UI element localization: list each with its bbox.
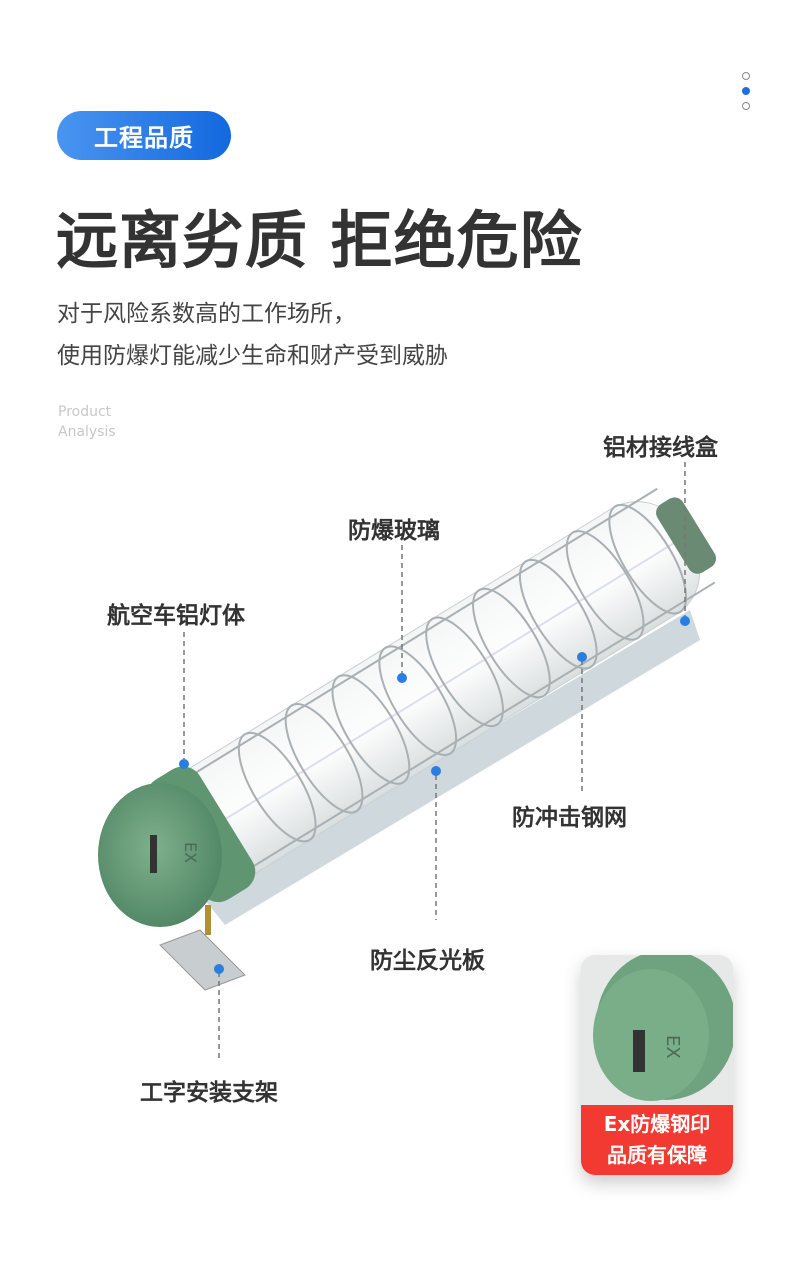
ex-stamp-inset: EX Ex防爆钢印 品质有保障 — [581, 955, 733, 1175]
callout-dot — [680, 616, 690, 626]
callout-dot — [179, 759, 189, 769]
label-mesh: 防冲击钢网 — [512, 805, 627, 831]
page-dot-3[interactable] — [742, 102, 750, 110]
callout-dot — [577, 652, 587, 662]
callout-dot — [214, 964, 224, 974]
page-dot-1[interactable] — [742, 72, 750, 80]
label-junction-box: 铝材接线盒 — [603, 435, 718, 461]
inset-caption-1: Ex防爆钢印 — [603, 1112, 711, 1136]
inset-caption-2: 品质有保障 — [607, 1143, 707, 1167]
svg-text:EX: EX — [181, 842, 200, 863]
page-title: 远离劣质 拒绝危险 — [56, 204, 583, 277]
end-cap — [98, 783, 222, 927]
callout-dot — [431, 766, 441, 776]
nameplate — [150, 835, 157, 873]
label-body: 航空车铝灯体 — [107, 603, 245, 629]
subtitle-line-2: 使用防爆灯能减少生命和财产受到威胁 — [57, 343, 448, 369]
svg-text:EX: EX — [662, 1035, 683, 1059]
product-label: Product — [58, 404, 112, 420]
label-bracket: 工字安装支架 — [140, 1080, 278, 1106]
analysis-label: Analysis — [58, 424, 116, 440]
label-reflector: 防尘反光板 — [370, 948, 485, 974]
subtitle-line-1: 对于风险系数高的工作场所， — [57, 301, 356, 327]
section-badge: 工程品质 — [57, 111, 231, 160]
label-glass: 防爆玻璃 — [348, 518, 440, 544]
end-cap-closeup: EX — [593, 955, 733, 1101]
callout-dot — [397, 673, 407, 683]
reflector-plate — [205, 610, 700, 925]
page-dot-2-active[interactable] — [742, 87, 750, 95]
bracket — [159, 929, 246, 991]
junction-box — [656, 497, 717, 574]
